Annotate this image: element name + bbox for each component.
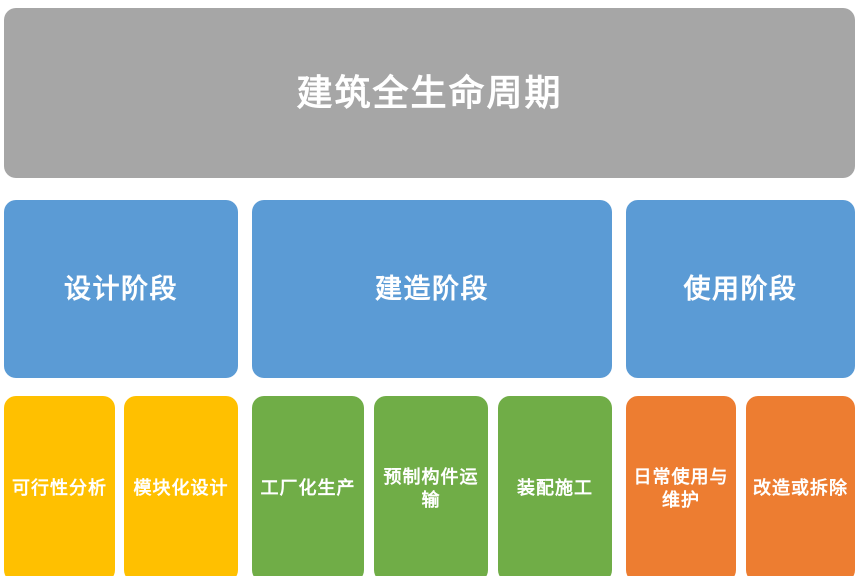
phase-node-label: 建造阶段 bbox=[375, 273, 489, 304]
activity-node-label: 可行性分析 bbox=[12, 478, 107, 499]
activity-node-daily-use-maintenance[interactable]: 日常使用与维护 bbox=[626, 396, 736, 576]
activity-node-label: 模块化设计 bbox=[133, 478, 229, 499]
phase-node-label: 设计阶段 bbox=[64, 273, 178, 304]
activity-node-label: 日常使用与维护 bbox=[633, 466, 729, 510]
activity-node-renovation-demolition[interactable]: 改造或拆除 bbox=[746, 396, 855, 576]
root-node-building-lifecycle[interactable]: 建筑全生命周期 bbox=[4, 8, 855, 178]
activity-node-label: 改造或拆除 bbox=[753, 478, 848, 499]
activity-node-label: 工厂化生产 bbox=[260, 478, 356, 499]
activity-node-label: 装配施工 bbox=[517, 478, 593, 499]
phase-node-label: 使用阶段 bbox=[683, 273, 798, 304]
phase-node-construction[interactable]: 建造阶段 bbox=[252, 200, 612, 378]
activity-node-feasibility-analysis[interactable]: 可行性分析 bbox=[4, 396, 115, 576]
activity-node-prefab-transport[interactable]: 预制构件运输 bbox=[374, 396, 488, 576]
phase-node-usage[interactable]: 使用阶段 bbox=[626, 200, 855, 378]
root-node-label: 建筑全生命周期 bbox=[296, 71, 563, 113]
activity-node-assembly-construction[interactable]: 装配施工 bbox=[498, 396, 612, 576]
activity-node-modular-design[interactable]: 模块化设计 bbox=[124, 396, 238, 576]
activity-node-factory-production[interactable]: 工厂化生产 bbox=[252, 396, 364, 576]
activity-node-label: 预制构件运输 bbox=[383, 466, 479, 510]
phase-node-design[interactable]: 设计阶段 bbox=[4, 200, 238, 378]
